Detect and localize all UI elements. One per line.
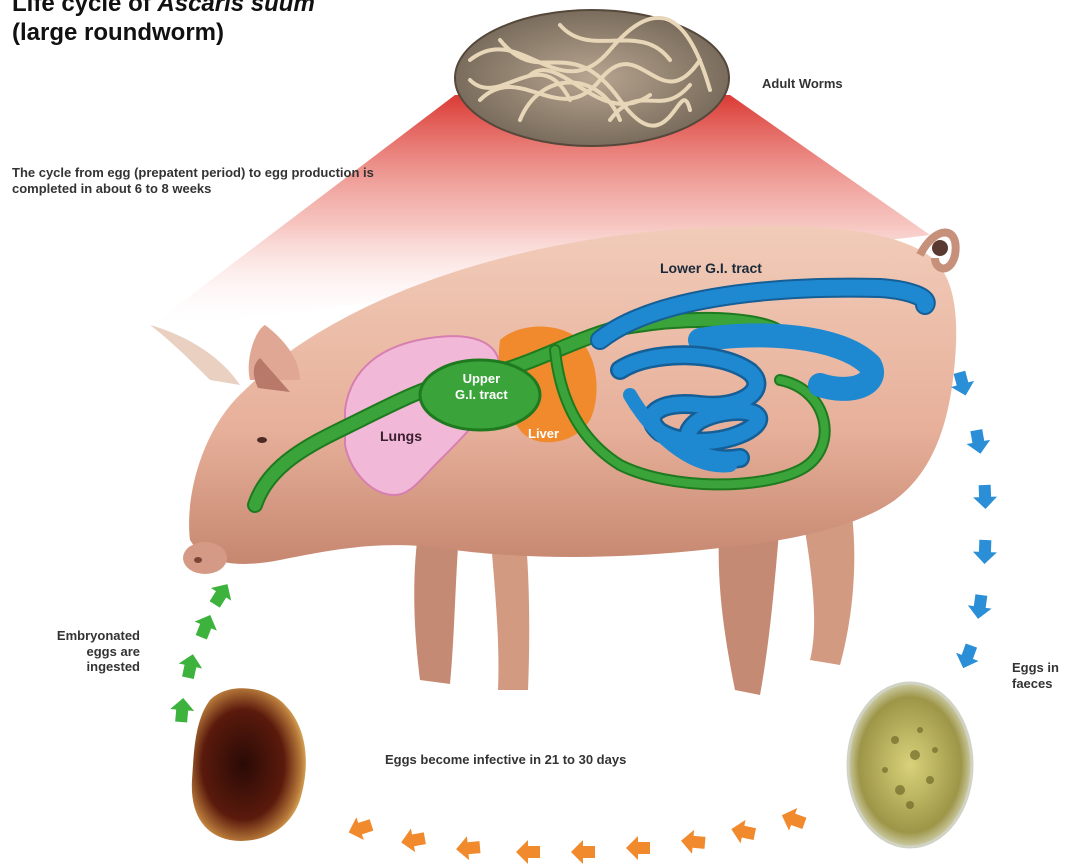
maturation-arrow bbox=[399, 826, 427, 854]
adult-worms-label: Adult Worms bbox=[762, 76, 843, 92]
title-subtitle: (large roundworm) bbox=[12, 19, 224, 46]
infective-period-label: Eggs become infective in 21 to 30 days bbox=[385, 752, 626, 768]
title-prefix: Life cycle of bbox=[12, 0, 157, 17]
lower-gi-label: Lower G.I. tract bbox=[660, 260, 762, 277]
excretion-arrow bbox=[966, 593, 993, 620]
upper-gi-label-line1: Upper bbox=[463, 371, 501, 386]
maturation-arrow bbox=[455, 835, 481, 861]
maturation-arrow bbox=[516, 840, 540, 864]
embryonated-eggs-label: Embryonated eggs are ingested bbox=[20, 628, 140, 675]
title-species: Ascaris suum bbox=[157, 0, 314, 17]
ingestion-arrow bbox=[205, 578, 238, 611]
cycle-duration-note: The cycle from egg (prepatent period) to… bbox=[12, 165, 380, 196]
ingestion-arrow bbox=[169, 697, 195, 723]
excretion-arrows bbox=[948, 369, 998, 672]
excretion-arrow bbox=[973, 485, 998, 510]
eggs-in-line2: faeces bbox=[1012, 676, 1052, 691]
excretion-arrow bbox=[973, 540, 998, 565]
ingestion-arrow bbox=[176, 652, 204, 680]
maturation-arrows bbox=[345, 804, 809, 864]
eggs-in-faeces-label: Eggs in faeces bbox=[1012, 660, 1059, 691]
maturation-arrow bbox=[729, 817, 757, 845]
diagram-title: Life cycle of Ascaris suum (large roundw… bbox=[12, 0, 315, 48]
embryonated-line2: eggs are bbox=[87, 644, 140, 659]
maturation-arrow bbox=[626, 836, 650, 860]
maturation-arrow bbox=[345, 813, 375, 843]
eggs-in-line1: Eggs in bbox=[1012, 660, 1059, 675]
maturation-arrow bbox=[680, 829, 706, 855]
egg-micrograph bbox=[848, 683, 972, 847]
embryonated-line3: ingested bbox=[87, 659, 140, 674]
excretion-arrow bbox=[952, 641, 983, 672]
soil-sample-image bbox=[192, 688, 306, 841]
maturation-arrow bbox=[778, 804, 809, 835]
liver-label: Liver bbox=[528, 426, 559, 442]
excretion-arrow bbox=[964, 428, 992, 456]
lungs-label: Lungs bbox=[380, 428, 422, 445]
ingestion-arrow bbox=[190, 611, 221, 642]
maturation-arrow bbox=[571, 840, 595, 864]
upper-gi-label: Upper G.I. tract bbox=[455, 371, 508, 402]
upper-gi-label-line2: G.I. tract bbox=[455, 387, 508, 402]
embryonated-line1: Embryonated bbox=[57, 628, 140, 643]
adult-worms-image bbox=[455, 10, 729, 146]
